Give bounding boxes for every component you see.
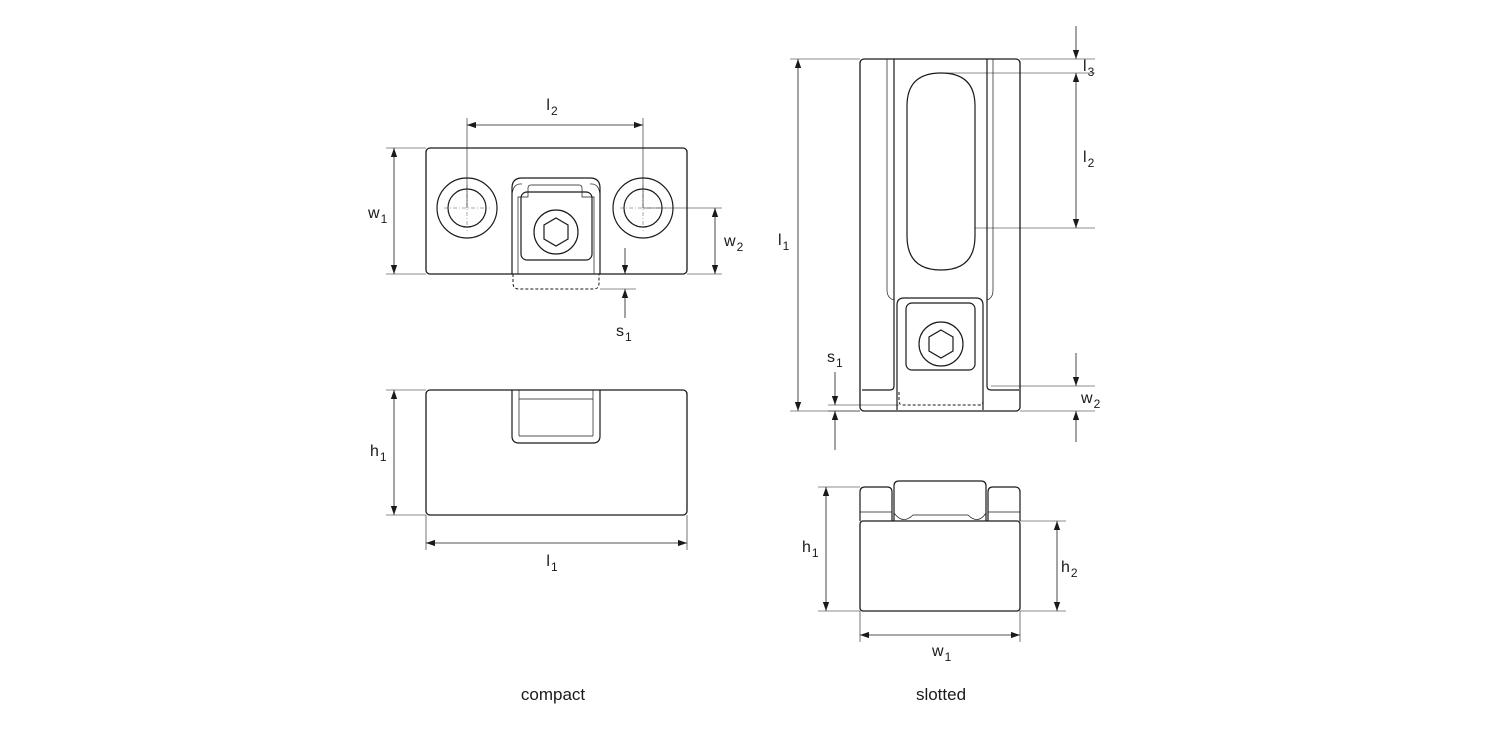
slotted-w2-label: w2 [1080, 390, 1101, 411]
slotted-long-slot [906, 72, 976, 271]
compact-clamp-jaw [520, 191, 593, 261]
compact-l2-label: l2 [546, 97, 558, 118]
drawing-sheet: l2 w1 w2 s1 h1 l1 compact [320, 0, 1180, 750]
compact-side-view: h1 l1 [370, 389, 688, 574]
compact-slot-pocket [511, 177, 601, 274]
slotted-s1-label: s1 [827, 349, 843, 370]
slotted-clamp-jaw [905, 302, 976, 371]
compact-side-slot [511, 390, 601, 444]
slotted-caption: slotted [916, 685, 966, 704]
compact-body-outline [425, 147, 688, 275]
slotted-h2-label: h2 [1061, 559, 1078, 580]
slotted-body-outline [859, 58, 1021, 412]
slotted-side-jaw [893, 480, 987, 521]
slotted-l3-label: l3 [1083, 58, 1095, 79]
compact-hex-socket-icon [543, 217, 569, 247]
compact-hidden-protrusion [512, 274, 600, 290]
slotted-l2-label: l2 [1083, 149, 1095, 170]
slotted-side-left-rail [859, 486, 893, 521]
slotted-side-body [859, 520, 1021, 612]
compact-l1-label: l1 [546, 553, 558, 574]
slotted-hex-socket-icon [928, 329, 954, 359]
compact-top-view: l2 w1 w2 s1 [367, 97, 744, 344]
compact-s1-label: s1 [616, 323, 632, 344]
slotted-hidden-protrusion [898, 392, 984, 406]
slotted-h1-label: h1 [802, 539, 819, 560]
compact-screw-head [533, 209, 579, 255]
slotted-l1-label: l1 [778, 232, 790, 253]
slotted-w1-label: w1 [931, 643, 952, 664]
slotted-screw-head [918, 321, 964, 367]
compact-side-body [425, 389, 688, 516]
compact-w2-label: w2 [723, 233, 744, 254]
slotted-side-view: h1 h2 w1 [802, 480, 1078, 664]
compact-w1-label: w1 [367, 205, 388, 226]
slotted-top-view: l3 l2 l1 s1 w2 [778, 26, 1101, 450]
compact-caption: compact [521, 685, 586, 704]
slotted-side-right-rail [987, 486, 1021, 521]
compact-h1-label: h1 [370, 443, 387, 464]
slotted-clamp-pocket [896, 297, 984, 410]
